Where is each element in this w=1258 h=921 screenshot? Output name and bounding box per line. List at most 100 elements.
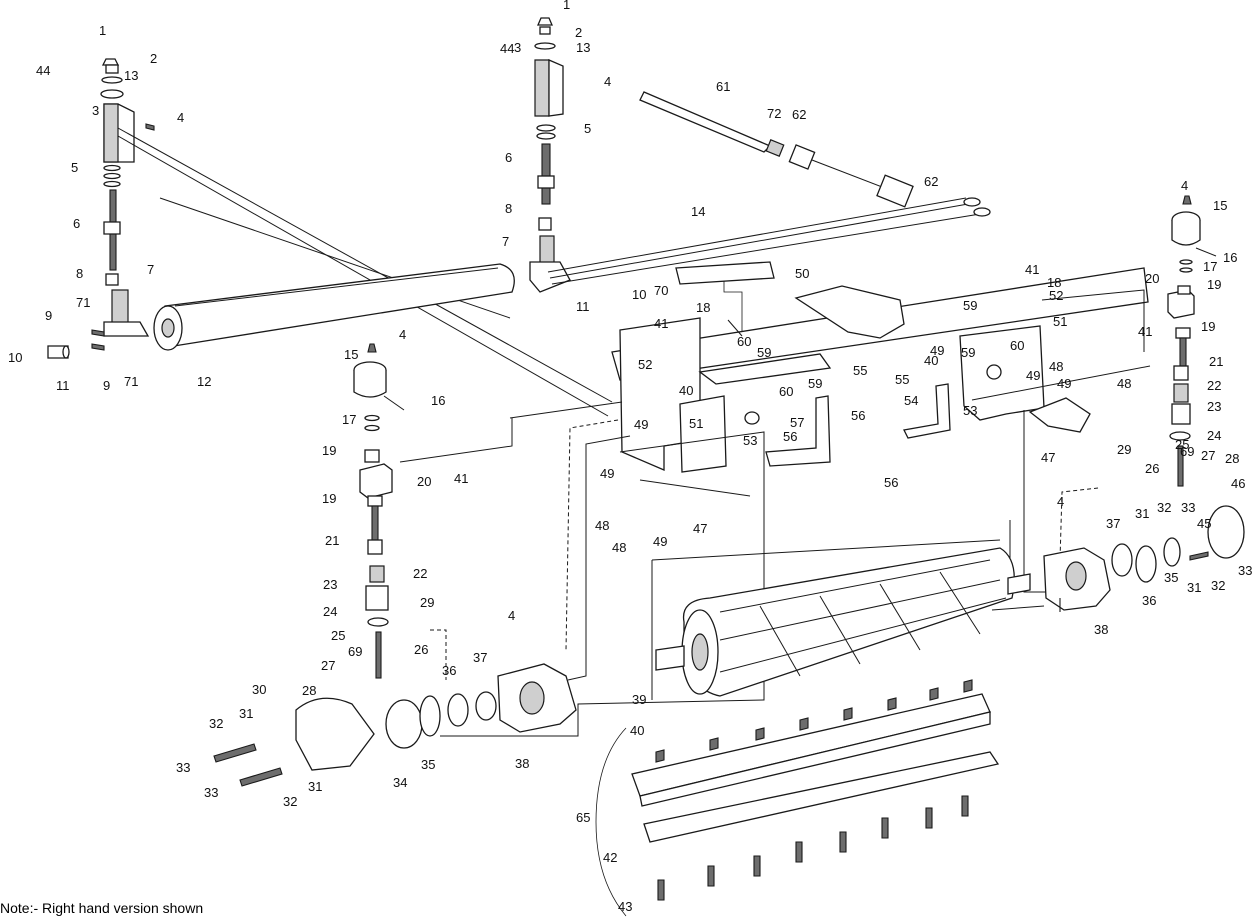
callout-35: 35 — [1164, 570, 1178, 585]
callout-40: 40 — [679, 383, 693, 398]
callout-15: 15 — [344, 347, 358, 362]
callout-7: 7 — [147, 262, 154, 277]
callout-16: 16 — [1223, 250, 1237, 265]
callout-71: 71 — [124, 374, 138, 389]
callout-38: 38 — [1094, 622, 1108, 637]
callout-56: 56 — [851, 408, 865, 423]
callout-41: 41 — [1138, 324, 1152, 339]
right-bearing-housing — [1043, 505, 1245, 612]
callout-55: 55 — [895, 372, 909, 387]
center-height-adjuster — [529, 17, 571, 293]
frame-leader-lines — [399, 289, 1151, 737]
callout-4: 4 — [1181, 178, 1188, 193]
callout-36: 36 — [1142, 593, 1156, 608]
callout-41: 41 — [1025, 262, 1039, 277]
callout-17: 17 — [1203, 259, 1217, 274]
callout-13: 13 — [124, 68, 138, 83]
callout-31: 31 — [308, 779, 322, 794]
callout-69: 69 — [1180, 444, 1194, 459]
callout-10: 10 — [8, 350, 22, 365]
callout-56: 56 — [884, 475, 898, 490]
callout-37: 37 — [1106, 516, 1120, 531]
callout-33: 33 — [204, 785, 218, 800]
callout-40: 40 — [924, 353, 938, 368]
callout-45: 45 — [1197, 516, 1211, 531]
callout-19: 19 — [322, 443, 336, 458]
callout-24: 24 — [323, 604, 337, 619]
left-bearing-housing — [213, 663, 577, 787]
callout-38: 38 — [515, 756, 529, 771]
callout-29: 29 — [420, 595, 434, 610]
callout-22: 22 — [1207, 378, 1221, 393]
callout-6: 6 — [505, 150, 512, 165]
callout-57: 57 — [790, 415, 804, 430]
callout-62: 62 — [924, 174, 938, 189]
callout-60: 60 — [1010, 338, 1024, 353]
callout-61: 61 — [716, 79, 730, 94]
callout-54: 54 — [904, 393, 918, 408]
callout-48: 48 — [612, 540, 626, 555]
callout-52: 52 — [1049, 288, 1063, 303]
callout-32: 32 — [209, 716, 223, 731]
callout-28: 28 — [1225, 451, 1239, 466]
callout-21: 21 — [1209, 354, 1223, 369]
callout-59: 59 — [808, 376, 822, 391]
callout-18: 18 — [696, 300, 710, 315]
callout-29: 29 — [1117, 442, 1131, 457]
callout-47: 47 — [1041, 450, 1055, 465]
callout-10: 10 — [632, 287, 646, 302]
callout-17: 17 — [342, 412, 356, 427]
callout-19: 19 — [1207, 277, 1221, 292]
callout-28: 28 — [302, 683, 316, 698]
callout-27: 27 — [321, 658, 335, 673]
callout-3: 3 — [92, 103, 99, 118]
callout-23: 23 — [1207, 399, 1221, 414]
callout-23: 23 — [323, 577, 337, 592]
left-lower-adjuster — [353, 343, 447, 680]
cross-rods — [547, 197, 991, 285]
left-bracket-screws — [91, 123, 155, 351]
callout-70: 70 — [654, 283, 668, 298]
callout-49: 49 — [600, 466, 614, 481]
callout-49: 49 — [653, 534, 667, 549]
callout-33: 33 — [1238, 563, 1252, 578]
callout-22: 22 — [413, 566, 427, 581]
callout-49: 49 — [930, 343, 944, 358]
callout-36: 36 — [442, 663, 456, 678]
callout-16: 16 — [431, 393, 445, 408]
callout-40: 40 — [630, 723, 644, 738]
callout-8: 8 — [76, 266, 83, 281]
callout-4: 4 — [604, 74, 611, 89]
callout-15: 15 — [1213, 198, 1227, 213]
callout-21: 21 — [325, 533, 339, 548]
footnote: Note:- Right hand version shown — [0, 900, 204, 916]
callout-6: 6 — [73, 216, 80, 231]
callout-47: 47 — [693, 521, 707, 536]
front-roller — [153, 263, 515, 351]
callout-25: 25 — [331, 628, 345, 643]
callout-9: 9 — [45, 308, 52, 323]
callout-56: 56 — [783, 429, 797, 444]
callout-32: 32 — [1211, 578, 1225, 593]
callout-31: 31 — [1187, 580, 1201, 595]
callout-18: 18 — [1047, 275, 1061, 290]
callout-59: 59 — [963, 298, 977, 313]
callout-20: 20 — [417, 474, 431, 489]
callout-2: 2 — [575, 25, 582, 40]
callout-4: 4 — [177, 110, 184, 125]
callout-43: 43 — [618, 899, 632, 914]
callout-1: 1 — [99, 23, 106, 38]
callout-33: 33 — [176, 760, 190, 775]
callout-32: 32 — [1157, 500, 1171, 515]
callout-2: 2 — [150, 51, 157, 66]
callout-31: 31 — [1135, 506, 1149, 521]
callout-49: 49 — [1057, 376, 1071, 391]
callout-4: 4 — [508, 608, 515, 623]
callout-72: 72 — [767, 106, 781, 121]
callout-35: 35 — [421, 757, 435, 772]
callout-9: 9 — [103, 378, 110, 393]
callout-11: 11 — [576, 299, 590, 314]
callout-24: 24 — [1207, 428, 1221, 443]
